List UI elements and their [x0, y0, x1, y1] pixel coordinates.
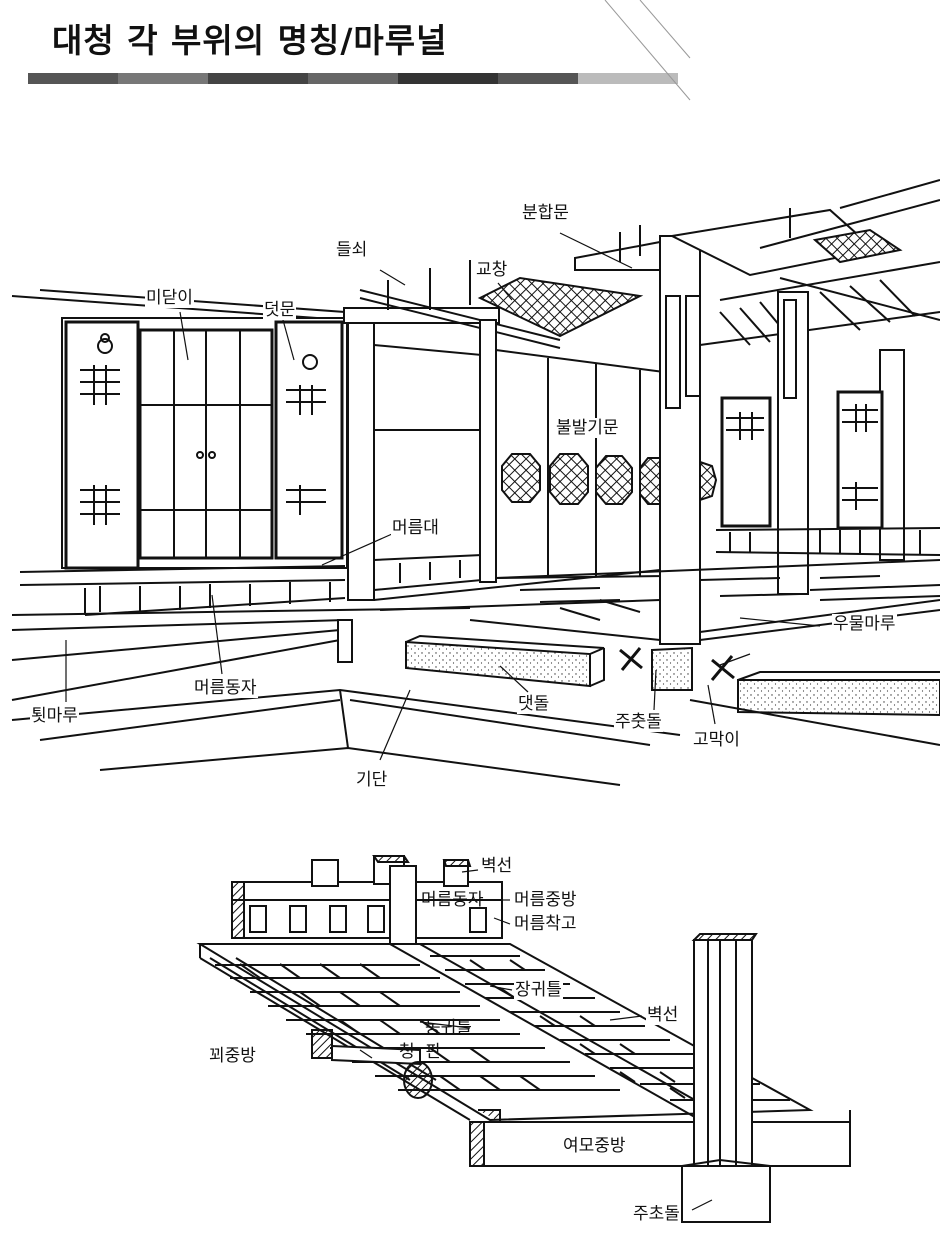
label-meoreumdae: 머름대 [391, 518, 440, 538]
label-byeokseon-top: 벽선 [480, 856, 514, 876]
label-janggwiteul: 장귀틀 [514, 980, 563, 1000]
label-bulbalgimun: 불발기문 [555, 418, 620, 438]
label-yeomojungbang: 여모중방 [563, 1136, 626, 1156]
label-juchodol: 주초돌 [632, 1204, 681, 1224]
label-midadi: 미닫이 [145, 288, 194, 308]
label-meoreumjungbang: 머름중방 [513, 890, 578, 910]
page-title: 대청 각 부위의 명칭/마루널 [52, 21, 448, 60]
label-daetdol: 댓돌 [517, 694, 551, 714]
label-umulmaru: 우물마루 [832, 614, 897, 634]
label-donggwiteul: 동귀틀 [425, 1018, 472, 1038]
label-gidan: 기단 [355, 770, 389, 790]
floor-structure-illustration [196, 855, 851, 1223]
leader-lines-top [65, 232, 821, 761]
label-meoreumdongja: 머름동자 [193, 678, 258, 698]
label-meoreumdongja-bottom: 머름동자 [421, 890, 484, 910]
page-fold [604, 0, 691, 101]
header-bar [28, 73, 678, 84]
label-twitmaru: 툇마루 [30, 706, 79, 726]
label-byeokseon-right: 벽선 [646, 1005, 680, 1025]
label-deulsoe: 들쇠 [335, 240, 369, 260]
label-meoreumchakgo: 머름착고 [513, 914, 578, 934]
label-gomagi: 고막이 [692, 730, 741, 750]
label-gyochang: 교창 [475, 260, 509, 280]
label-cheongpan: 청 판 [399, 1042, 442, 1062]
leader-lines-bottom [359, 869, 713, 1211]
label-jucutdol: 주춧돌 [614, 712, 663, 732]
label-bunhapmun: 분합문 [521, 203, 570, 223]
label-deotmun: 덧문 [263, 300, 297, 320]
hall-illustration [11, 179, 940, 786]
label-kkoejungbang: 꾀중방 [208, 1046, 257, 1066]
